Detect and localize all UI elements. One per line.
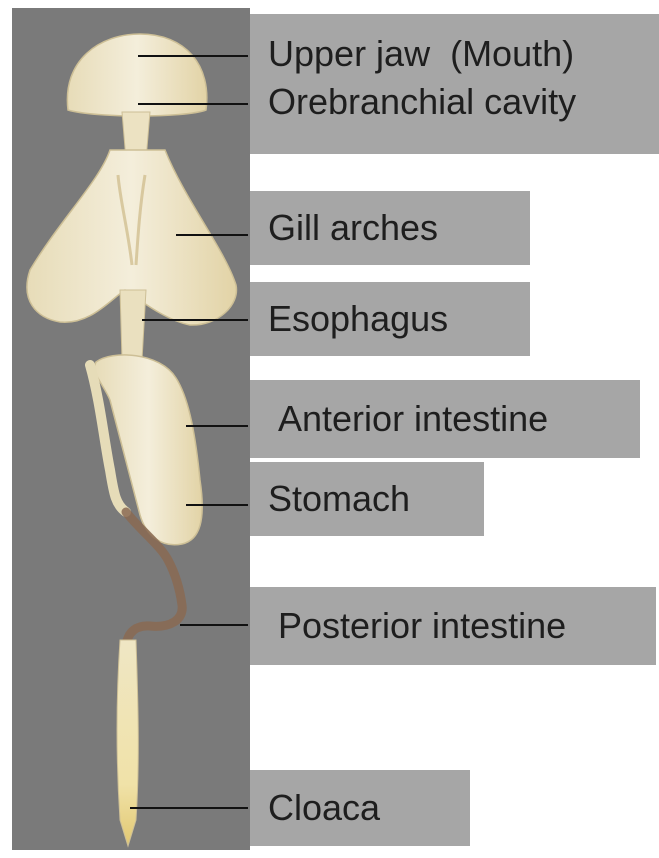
label-gill-arches: Gill arches — [250, 191, 530, 265]
esophagus-shape — [120, 290, 146, 360]
label-upper-jaw-text: Upper jaw (Mouth) — [268, 36, 576, 72]
label-esophagus: Esophagus — [250, 282, 530, 356]
cloaca-shape — [117, 640, 138, 846]
label-orebranchial-cavity-text: Orebranchial cavity — [268, 84, 576, 120]
upper-jaw-shape — [67, 34, 206, 116]
label-stomach: Stomach — [250, 462, 484, 536]
label-anterior-intestine: Anterior intestine — [250, 380, 640, 458]
label-upper-jaw: Upper jaw (Mouth) Orebranchial cavity — [250, 14, 659, 154]
label-posterior-intestine: Posterior intestine — [250, 587, 656, 665]
label-cloaca: Cloaca — [250, 770, 470, 846]
